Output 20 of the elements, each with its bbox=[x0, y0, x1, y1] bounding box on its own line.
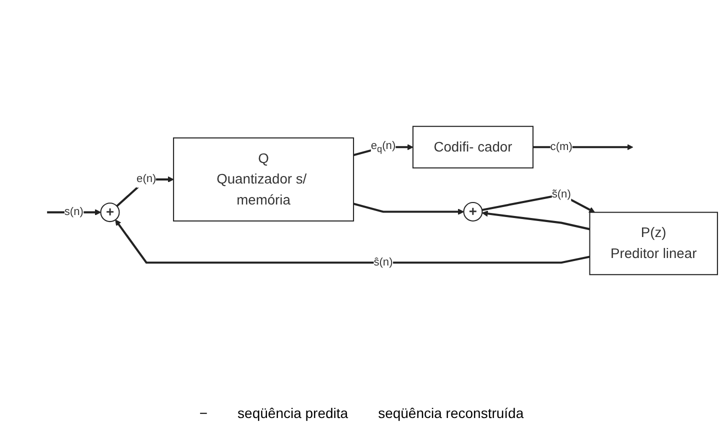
edge-label: s̃(n) bbox=[552, 188, 571, 200]
edge-label: e(n) bbox=[136, 173, 156, 185]
arrow bbox=[482, 210, 590, 230]
note-label: seqüência predita bbox=[238, 405, 348, 421]
node-box: Codifi- cador bbox=[412, 126, 534, 168]
note-label: − bbox=[199, 405, 208, 421]
arrow bbox=[353, 202, 464, 215]
arrow bbox=[482, 194, 595, 213]
arrow bbox=[115, 220, 590, 264]
edge-label: ŝ(n) bbox=[374, 256, 393, 268]
note-label: seqüência reconstruída bbox=[378, 405, 524, 421]
edge-label: e$_{q}$(n) bbox=[370, 140, 396, 154]
arrow bbox=[533, 144, 634, 150]
node-box: Q Quantizador s/ memória bbox=[173, 137, 354, 222]
edge-label: c(m) bbox=[550, 140, 572, 153]
node-circle: + bbox=[463, 202, 483, 222]
node-circle: + bbox=[100, 202, 120, 222]
node-box: P(z) Preditor linear bbox=[589, 212, 718, 276]
arrow bbox=[116, 176, 174, 207]
edge-label: s(n) bbox=[64, 206, 84, 218]
